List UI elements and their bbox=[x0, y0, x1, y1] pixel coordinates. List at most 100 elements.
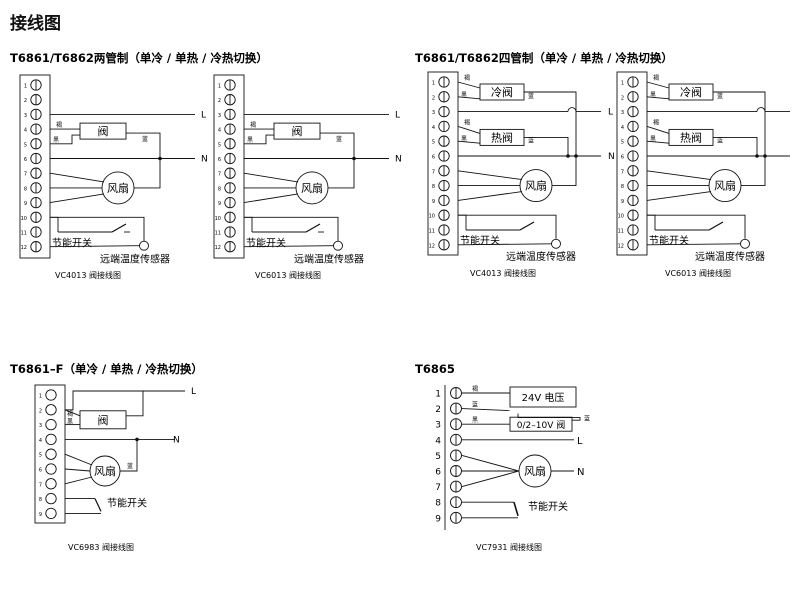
wire-L bbox=[65, 390, 185, 411]
fan-label: 风扇 bbox=[301, 181, 323, 195]
fan-label: 风扇 bbox=[94, 464, 116, 478]
diagram-vc6983: 123456789L阀褐黑N风扇蓝节能开关 bbox=[34, 384, 196, 524]
junction-dot bbox=[566, 154, 570, 158]
terminal-number: 8 bbox=[39, 497, 42, 503]
terminal-number: 2 bbox=[621, 95, 624, 101]
junction-dot bbox=[755, 154, 759, 158]
terminal-number: 11 bbox=[618, 229, 624, 235]
caption-vc4013-four-pipe: VC4013 阀接线图 bbox=[470, 268, 536, 278]
remote-sensor-icon bbox=[139, 240, 149, 251]
wire-label-black: 黑 bbox=[53, 137, 59, 144]
wire-black bbox=[646, 96, 670, 100]
wire-label-black: 黑 bbox=[461, 92, 467, 99]
wire-sensor bbox=[457, 243, 553, 246]
page-title: 接线图 bbox=[10, 14, 61, 34]
terminal-number: 4 bbox=[621, 125, 624, 131]
terminal-number: 2 bbox=[432, 95, 435, 101]
wire-label-black: 黑 bbox=[650, 92, 656, 99]
remote-sensor-icon bbox=[740, 238, 750, 249]
caption-vc7931: VC7931 阀接线图 bbox=[476, 542, 542, 552]
eco-switch-label: 节能开关 bbox=[460, 234, 500, 247]
wire-fan bbox=[457, 191, 523, 201]
wire-brown bbox=[646, 125, 670, 134]
terminal-number: 10 bbox=[618, 214, 624, 220]
terminal-number: 12 bbox=[21, 245, 27, 251]
terminal-number: 9 bbox=[39, 512, 42, 518]
wire-blue bbox=[524, 91, 577, 156]
terminal-number: 11 bbox=[429, 229, 435, 235]
wire-label-blue: 蓝 bbox=[528, 92, 534, 100]
wire-blue bbox=[120, 439, 138, 472]
terminal-number: 6 bbox=[435, 468, 441, 478]
wire-blue bbox=[320, 132, 355, 159]
wire-fan-N bbox=[134, 158, 161, 189]
terminal-number: 6 bbox=[218, 157, 221, 163]
caption-vc6013-two-pipe: VC6013 阀接线图 bbox=[255, 270, 321, 280]
wire-fan bbox=[64, 453, 93, 466]
wire-fan-N bbox=[328, 158, 355, 189]
switch-blade bbox=[305, 223, 321, 233]
valve-box bbox=[79, 122, 127, 140]
terminal-screw bbox=[45, 448, 57, 460]
cool-valve-label: 冷阀 bbox=[680, 85, 702, 99]
wire bbox=[244, 216, 253, 232]
wire-label-brown: 褐 bbox=[250, 121, 256, 129]
remote-sensor-label: 远端温度传感器 bbox=[100, 253, 170, 266]
terminal-number: 7 bbox=[218, 172, 221, 178]
wire-black bbox=[244, 134, 274, 145]
eco-switch-label: 节能开关 bbox=[528, 500, 568, 513]
terminal-number: 1 bbox=[435, 390, 441, 400]
remote-sensor-icon bbox=[551, 238, 561, 249]
caption-vc6983: VC6983 阀接线图 bbox=[68, 542, 134, 552]
terminal-screw bbox=[45, 507, 57, 520]
fan-label: 风扇 bbox=[107, 181, 129, 195]
wire-label-brown: 褐 bbox=[464, 118, 470, 126]
fan-label: 风扇 bbox=[714, 179, 736, 193]
terminal-number: 3 bbox=[218, 113, 221, 119]
wire-brown bbox=[646, 81, 670, 89]
terminal-number: 7 bbox=[24, 172, 27, 178]
remote-sensor-label: 远端温度传感器 bbox=[695, 250, 765, 263]
wire-fan bbox=[461, 470, 520, 488]
terminal-number: 7 bbox=[432, 169, 435, 175]
switch-blade bbox=[513, 501, 519, 517]
terminal-number: 8 bbox=[218, 186, 221, 192]
label-L: L bbox=[191, 387, 196, 397]
wire-fan-N bbox=[552, 156, 577, 187]
terminal-number: 4 bbox=[24, 128, 27, 134]
terminal-number: 6 bbox=[432, 155, 435, 161]
wire-sensor bbox=[50, 216, 145, 242]
valve-label: 阀 bbox=[98, 413, 109, 427]
terminal-number: 10 bbox=[429, 214, 435, 220]
terminal-number: 7 bbox=[435, 483, 441, 493]
terminal-screw bbox=[45, 404, 57, 416]
wire-sensor bbox=[647, 214, 746, 239]
terminal-number: 1 bbox=[39, 394, 42, 400]
label-N: N bbox=[173, 435, 180, 445]
label-N: N bbox=[577, 467, 584, 478]
terminal-number: 8 bbox=[435, 499, 441, 509]
wire-valve-L bbox=[126, 391, 144, 417]
eco-switch-label: 节能开关 bbox=[649, 234, 689, 247]
wire-blue bbox=[524, 136, 569, 156]
terminal-number: 3 bbox=[39, 423, 42, 429]
terminal-number: 5 bbox=[432, 140, 435, 146]
wire-fan bbox=[243, 193, 299, 204]
wire bbox=[647, 214, 656, 230]
heat-valve-label: 热阀 bbox=[680, 130, 702, 144]
terminal-screw bbox=[45, 433, 57, 446]
label-L: L bbox=[577, 436, 583, 447]
wire-blue bbox=[126, 132, 161, 159]
terminal-number: 12 bbox=[429, 243, 435, 249]
wire-sensor bbox=[244, 216, 339, 242]
terminal-number: 9 bbox=[621, 199, 624, 205]
terminal-number: 5 bbox=[218, 142, 221, 148]
section-title-two-pipe: T6861/T6862两管制（单冷 / 单热 / 冷热切换） bbox=[10, 51, 268, 65]
eco-switch-label: 节能开关 bbox=[52, 237, 92, 250]
label-N: N bbox=[201, 155, 208, 165]
diagram-vc4013-four-pipe: 123456789101112冷阀褐黑蓝L热阀褐黑蓝N风扇节能开关远端温度传感器 bbox=[427, 71, 615, 263]
terminal-number: 1 bbox=[432, 81, 435, 87]
wire-sensor bbox=[243, 245, 335, 248]
terminal-number: 6 bbox=[621, 155, 624, 161]
